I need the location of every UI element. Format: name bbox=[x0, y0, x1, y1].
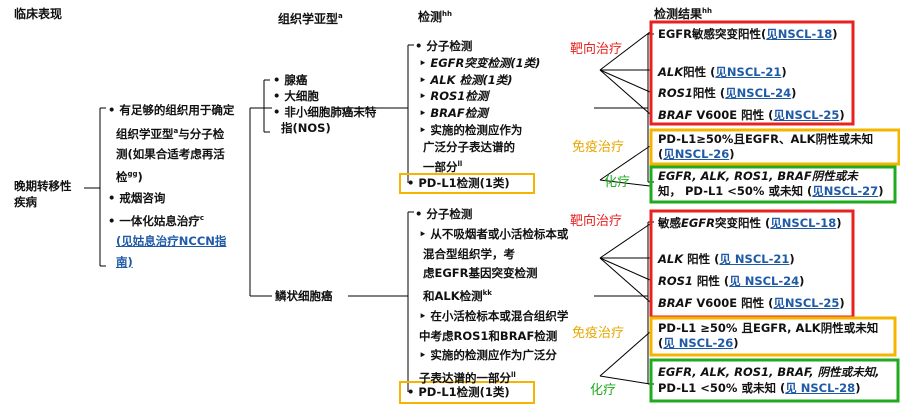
header-testing: 检测hh bbox=[418, 10, 452, 24]
result-ros1-bottom: ROS1 阳性 (见 NSCL-24) bbox=[658, 274, 805, 288]
link-nscl-28[interactable]: 见 NSCL-28 bbox=[785, 381, 856, 395]
link-nscl-24-bottom[interactable]: 见 NSCL-24 bbox=[729, 274, 800, 288]
palliative-care-link[interactable]: (见姑息治疗NCCN指 bbox=[116, 234, 227, 249]
workup-list: • 有足够的组织用于确定 组织学亚型a与分子检 测(如果合适考虑再活 检gg) … bbox=[108, 103, 235, 269]
targeted-box-top bbox=[649, 20, 855, 126]
immuno-box-bottom bbox=[649, 316, 897, 357]
pdl1-box-top bbox=[399, 173, 535, 194]
link-nscl-21-top[interactable]: 见NSCL-21 bbox=[715, 65, 782, 79]
result-pdl1-top: PD-L1≥50%且EGFR、ALK阴性或未知 (见NSCL-26) bbox=[658, 132, 874, 161]
annotation-chemo-bottom: 化疗 bbox=[590, 383, 617, 398]
chemo-box-top bbox=[649, 165, 897, 204]
annotation-immuno-top: 免疫治疗 bbox=[572, 140, 625, 155]
result-egfr-top: EGFR敏感突变阳性(见NSCL-18) bbox=[658, 27, 838, 41]
pdl1-box-bottom bbox=[399, 381, 535, 404]
annotation-chemo-top: 化疗 bbox=[604, 175, 631, 190]
pdl1-test-top: • PD-L1检测(1类) bbox=[407, 176, 510, 190]
link-nscl-25-top[interactable]: 见NSCL-25 bbox=[773, 108, 840, 122]
result-pdl1-bottom: PD-L1 ≥50% 且EGFR, ALK阴性或未知 (见 NSCL-26) bbox=[658, 321, 879, 350]
link-nscl-24-top[interactable]: 见NSCL-24 bbox=[725, 86, 792, 100]
chemo-box-bottom bbox=[649, 358, 900, 403]
clinical-presentation: 晚期转移性 疾病 bbox=[14, 179, 72, 209]
result-braf-bottom: BRAF V600E 阳性 (见NSCL-25) bbox=[658, 296, 845, 310]
link-nscl-26-bottom[interactable]: 见 NSCL-26 bbox=[663, 336, 734, 350]
link-nscl-26-top[interactable]: 见NSCL-26 bbox=[663, 147, 730, 161]
header-results: 检测结果hh bbox=[654, 7, 712, 21]
palliative-care-link-cont[interactable]: 南) bbox=[116, 254, 133, 269]
link-nscl-27[interactable]: 见NSCL-27 bbox=[812, 184, 879, 198]
link-nscl-18-top[interactable]: 见NSCL-18 bbox=[766, 27, 833, 41]
result-egfr-bottom: 敏感EGFR突变阳性 (见NSCL-18) bbox=[658, 216, 842, 230]
result-ros1-top: ROS1阳性 (见NSCL-24) bbox=[658, 86, 797, 100]
testing-nonsquamous: • 分子检测 ‣ EGFR突变检测(1类) ‣ ALK 检测(1类) ‣ ROS… bbox=[415, 39, 541, 174]
header-histology: 组织学亚型a bbox=[278, 12, 343, 26]
annotation-immuno-bottom: 免疫治疗 bbox=[572, 326, 625, 341]
link-nscl-25-bottom[interactable]: 见NSCL-25 bbox=[773, 296, 840, 310]
result-chemo-bottom: EGFR, ALK, ROS1, BRAF, 阴性或未知, PD-L1 <50%… bbox=[658, 365, 880, 395]
annotation-targeted-bottom: 靶向治疗 bbox=[570, 214, 623, 229]
histology-nonsquamous: • 腺癌 • 大细胞 • 非小细胞肺癌未特 指(NOS) bbox=[273, 73, 377, 135]
link-nscl-18-bottom[interactable]: 见NSCL-18 bbox=[770, 216, 837, 230]
histology-squamous: 鳞状细胞癌 bbox=[275, 289, 333, 303]
testing-squamous: • 分子检测 ‣ 从不吸烟者或小活检标本或 混合型组织学，考 虑EGFR基因突变… bbox=[415, 207, 569, 386]
immuno-box-top bbox=[649, 128, 900, 166]
result-braf-top: BRAF V600E 阳性 (见NSCL-25) bbox=[658, 108, 845, 122]
pdl1-test-bottom: • PD-L1检测(1类) bbox=[407, 385, 510, 399]
result-alk-top: ALK阳性 (见NSCL-21) bbox=[658, 65, 787, 79]
result-alk-bottom: ALK 阳性 (见 NSCL-21) bbox=[658, 252, 795, 266]
result-chemo-top: EGFR, ALK, ROS1, BRAF阴性或未 知， PD-L1 <50% … bbox=[658, 169, 884, 198]
header-clinical: 临床表现 bbox=[14, 7, 63, 21]
annotation-targeted-top: 靶向治疗 bbox=[570, 42, 623, 57]
link-nscl-21-bottom[interactable]: 见 NSCL-21 bbox=[719, 252, 790, 266]
